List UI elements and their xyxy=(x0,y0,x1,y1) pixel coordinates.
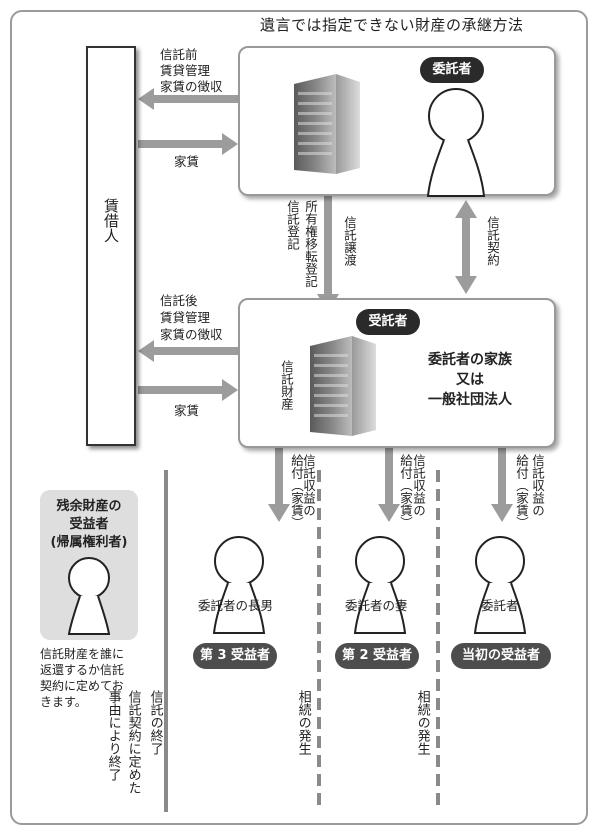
trustee-line-2: 又は xyxy=(456,372,484,388)
trustee-line-3: 一般社団法人 xyxy=(428,392,512,408)
eldest-son-label: 委託者の長男 xyxy=(198,598,274,613)
residual-note-2: 返還するか信託 xyxy=(40,663,125,677)
person-icon-eldest-son xyxy=(212,536,266,634)
trustee-box: 受託者 信託財産 委託者の家族 又は 一般社団法人 xyxy=(238,298,556,448)
settlor-box: 委託者 xyxy=(238,46,556,197)
arrow-trust-contract xyxy=(455,200,477,294)
rent-top-label: 家賃 xyxy=(174,154,200,169)
residual-beneficiary-box: 残余財産の 受益者 (帰属権利者) xyxy=(40,490,138,640)
trust-property-label: 信託財産 xyxy=(279,360,294,410)
building-icon xyxy=(294,74,360,174)
residual-heading-1: 残余財産の xyxy=(56,499,122,514)
arrow-rent-bottom xyxy=(138,379,238,401)
before-label-2: 賃貸管理 xyxy=(160,63,211,78)
person-icon-settlor xyxy=(473,536,527,634)
income-label-a-3: 信託収益の xyxy=(530,454,545,517)
arrow-rent-top xyxy=(138,133,238,155)
tenant-box: 賃借人 xyxy=(86,46,136,446)
trust-registration-label: 信託登記 xyxy=(285,200,300,250)
trust-end-reason-a: 信託契約に定めた xyxy=(125,690,141,794)
before-label-1: 信託前 xyxy=(160,47,198,62)
trust-end-reason-b: 事由により終了 xyxy=(105,690,121,781)
after-label-1: 信託後 xyxy=(160,293,198,308)
wife-label: 委託者の妻 xyxy=(345,598,408,613)
residual-note-1: 信託財産を誰に xyxy=(40,647,125,661)
person-icon xyxy=(426,88,486,197)
income-label-a-1: 信託収益の xyxy=(301,454,316,517)
inheritance-label-2: 相続の発生 xyxy=(414,690,430,755)
trust-end-label: 信託の終了 xyxy=(147,690,163,755)
residual-note-4: きます。 xyxy=(40,695,87,709)
person-icon-residual xyxy=(67,557,111,635)
inheritance-label-1: 相続の発生 xyxy=(295,690,311,755)
residual-heading-2: 受益者 xyxy=(69,517,109,532)
person-icon-wife xyxy=(353,536,407,634)
income-label-b-3: 給付（家賃） xyxy=(514,454,529,529)
arrow-income-settlor xyxy=(491,448,513,522)
building-icon xyxy=(310,336,376,436)
trust-contract-label: 信託契約 xyxy=(485,216,500,266)
arrow-before-left xyxy=(138,88,238,110)
trustee-line-1: 委託者の家族 xyxy=(428,352,512,368)
arrow-after-left xyxy=(138,340,238,362)
settlor-badge: 委託者 xyxy=(420,57,484,83)
income-label-b-2: 給付（家賃） xyxy=(398,454,413,529)
settlor-beneficiary-label: 委託者 xyxy=(481,598,519,613)
after-label-3: 家賃の徴収 xyxy=(160,327,223,342)
tenant-label: 賃借人 xyxy=(102,198,120,243)
diagram-title: 遺言では指定できない財産の承継方法 xyxy=(260,16,524,34)
ownership-label: 所有権移転登記 xyxy=(303,200,318,288)
residual-note-3: 契約に定めてお xyxy=(40,679,124,693)
arrow-trust-transfer xyxy=(317,196,339,312)
arrow-income-wife xyxy=(378,448,400,522)
trustee-badge: 受託者 xyxy=(356,309,420,335)
residual-heading-3: (帰属権利者) xyxy=(50,535,128,550)
before-label-3: 家賃の徴収 xyxy=(160,79,223,94)
after-label-2: 賃貸管理 xyxy=(160,310,211,325)
income-label-b-1: 給付（家賃） xyxy=(289,454,304,529)
third-beneficiary-badge: 第 3 受益者 xyxy=(193,643,277,669)
second-beneficiary-badge: 第 2 受益者 xyxy=(335,643,419,669)
rent-bottom-label: 家賃 xyxy=(174,403,200,418)
trust-transfer-label: 信託譲渡 xyxy=(342,216,357,266)
income-label-a-2: 信託収益の xyxy=(411,454,426,517)
arrow-income-eldest xyxy=(268,448,290,522)
initial-beneficiary-badge: 当初の受益者 xyxy=(451,643,551,669)
diagram-frame xyxy=(10,10,588,825)
